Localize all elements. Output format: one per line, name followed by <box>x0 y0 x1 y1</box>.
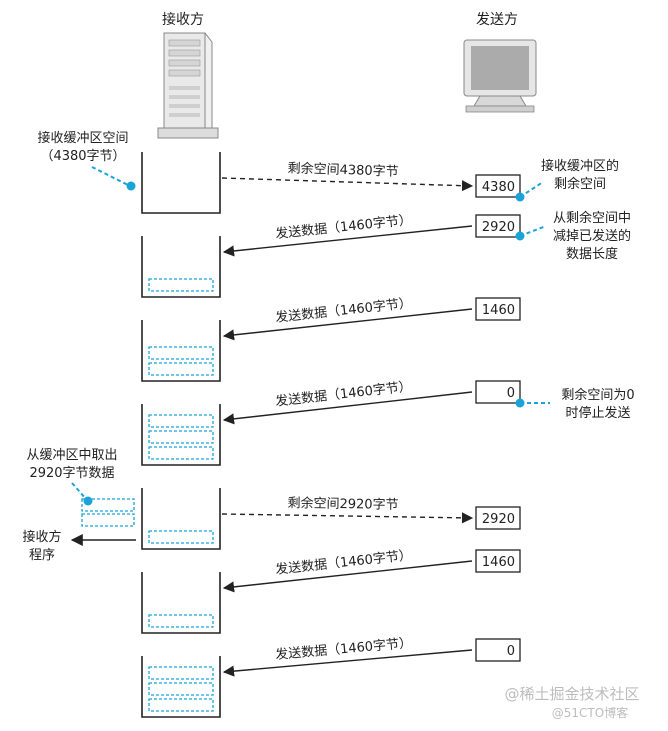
send-data-arrow <box>222 225 473 257</box>
receive-buffers <box>141 152 221 718</box>
accent-dot <box>515 231 525 241</box>
window-value-box <box>475 638 521 662</box>
subtract-note-line3: 数据长度 <box>566 246 618 262</box>
receive-buffer-bucket <box>141 656 221 718</box>
buffered-data-segment <box>148 530 214 544</box>
arrow-label: 剩余空间2920字节 <box>287 495 398 513</box>
receive-buffer-bucket <box>141 236 221 298</box>
buffered-data-segment <box>148 278 214 292</box>
window-value-text: 1460 <box>482 303 515 318</box>
buffered-data-segment <box>148 346 214 360</box>
extract-note-line1: 从缓冲区中取出 <box>26 448 117 463</box>
sender-title: 发送方 <box>476 12 518 28</box>
subtract-note-line2: 减掉已发送的 <box>553 228 631 244</box>
arrow-label: 剩余空间4380字节 <box>287 160 399 180</box>
arrow-label: 发送数据（1460字节） <box>275 295 413 326</box>
window-value-box <box>475 380 521 404</box>
buffered-data-segment <box>148 614 214 628</box>
send-data-arrow <box>222 649 473 677</box>
arrow-label: 发送数据（1460字节） <box>275 635 413 663</box>
window-note-line2: 剩余空间 <box>554 176 606 192</box>
receive-buffer-bucket <box>141 320 221 382</box>
buffered-data-segment <box>148 430 214 444</box>
window-value-box <box>475 214 521 238</box>
window-values: 4380 2920 1460 0 2920 1460 0 <box>475 174 521 662</box>
watermark-line2: @51CTO博客 <box>552 705 628 720</box>
server-icon <box>157 32 219 139</box>
watermark: @稀土掘金技术社区 @51CTO博客 <box>504 685 639 720</box>
subtract-annotation: 从剩余空间中 减掉已发送的 数据长度 <box>515 210 631 262</box>
receiver-buffer-annotation: 接收缓冲区空间 （4380字节） <box>37 130 136 191</box>
app-label-line1: 接收方 <box>22 529 61 545</box>
monitor-icon <box>463 39 537 113</box>
watermark-line1: @稀土掘金技术社区 <box>504 685 639 703</box>
window-advert-arrow <box>221 177 474 192</box>
send-data-arrow <box>222 308 473 341</box>
send-data-arrow <box>222 391 473 425</box>
buffer-note-line1: 接收缓冲区空间 <box>37 130 128 146</box>
receive-buffer-bucket <box>141 572 221 634</box>
buffered-data-segment <box>148 682 214 696</box>
arrow-label: 发送数据（1460字节） <box>275 547 413 578</box>
window-value-text: 2920 <box>482 220 515 235</box>
stop-annotation: 剩余空间为0 时停止发送 <box>515 387 635 421</box>
window-value-box <box>475 174 521 198</box>
buffered-data-segment <box>148 666 214 680</box>
accent-dot <box>83 496 93 506</box>
accent-dot <box>515 192 525 202</box>
app-label-line2: 程序 <box>29 548 55 563</box>
window-note-line1: 接收缓冲区的 <box>541 158 619 174</box>
window-advert-arrow <box>221 512 474 524</box>
accent-dot <box>515 398 525 408</box>
arrow-label: 发送数据（1460字节） <box>275 378 413 409</box>
receive-buffer-bucket <box>141 404 221 466</box>
receiver-title: 接收方 <box>162 11 204 28</box>
window-value-text: 1460 <box>482 555 515 570</box>
buffered-data-segment <box>148 362 214 376</box>
window-value-text: 0 <box>507 644 515 659</box>
receive-buffer-bucket <box>141 488 221 550</box>
stop-note-line1: 剩余空间为0 <box>561 387 634 403</box>
buffered-data-segment <box>148 698 214 712</box>
buffer-note-line2: （4380字节） <box>40 149 125 164</box>
buffered-data-segment <box>148 446 214 460</box>
window-annotation: 接收缓冲区的 剩余空间 <box>515 158 619 202</box>
window-value-text: 4380 <box>482 180 515 195</box>
stop-note-line2: 时停止发送 <box>565 405 630 421</box>
accent-dot <box>126 181 136 191</box>
window-value-text: 0 <box>507 386 515 401</box>
send-data-arrow <box>222 560 473 593</box>
receive-buffer-bucket <box>141 152 221 214</box>
buffered-data-segment <box>148 414 214 428</box>
arrow-label: 发送数据（1460字节） <box>275 212 413 242</box>
window-value-box <box>475 506 521 530</box>
window-value-text: 2920 <box>482 512 515 527</box>
extract-note-line2: 2920字节数据 <box>29 466 114 481</box>
window-value-box <box>475 549 521 573</box>
extracted-data-block <box>81 513 135 527</box>
window-value-box <box>475 297 521 321</box>
subtract-note-line1: 从剩余空间中 <box>553 210 631 226</box>
extracted-data-block <box>81 498 135 512</box>
extract-annotation: 从缓冲区中取出 2920字节数据 接收方 程序 <box>22 448 136 563</box>
